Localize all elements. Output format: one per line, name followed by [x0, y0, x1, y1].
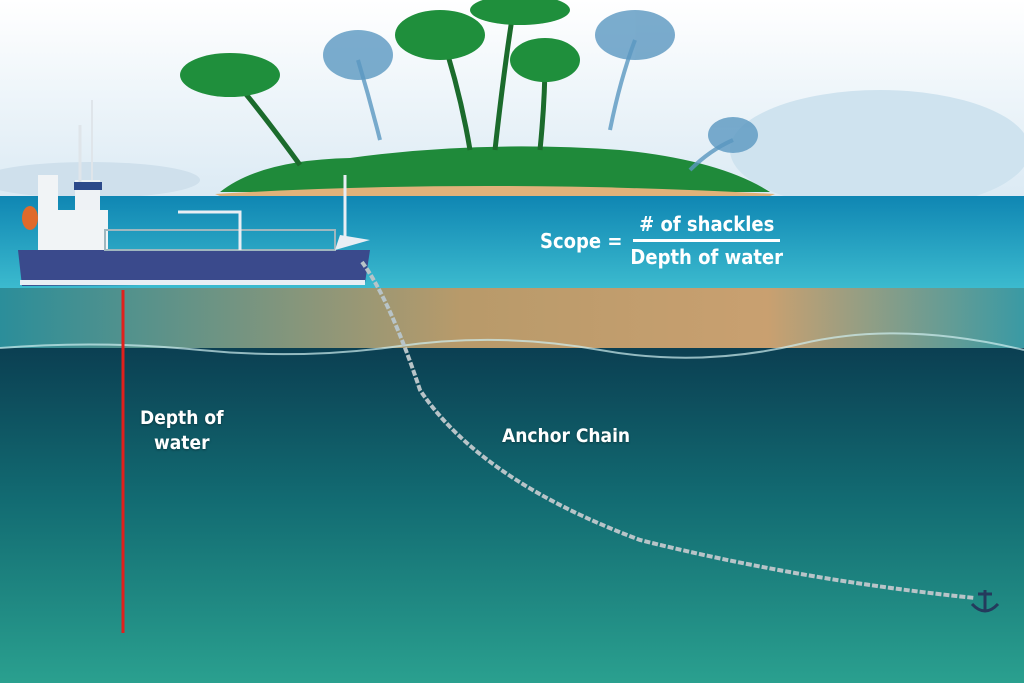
scope-formula: Scope = # of shackles Depth of water — [540, 212, 783, 269]
depth-label-line1: Depth of — [140, 407, 224, 429]
depth-of-water-label: Depth of water — [140, 406, 224, 455]
anchor-icon — [970, 590, 1000, 613]
underwater — [0, 348, 1024, 683]
waterline — [0, 332, 1024, 359]
formula-lhs: Scope = — [540, 228, 623, 253]
formula-denominator: Depth of water — [630, 245, 784, 269]
island-icon — [180, 0, 775, 196]
ship-icon — [18, 100, 370, 286]
depth-label-line2: water — [153, 431, 210, 454]
anchor-chain-icon — [360, 260, 976, 600]
formula-fraction: # of shackles Depth of water — [630, 212, 783, 269]
formula-numerator: # of shackles — [633, 212, 781, 242]
cloud — [730, 90, 1024, 210]
anchor-chain-label: Anchor Chain — [502, 425, 631, 447]
